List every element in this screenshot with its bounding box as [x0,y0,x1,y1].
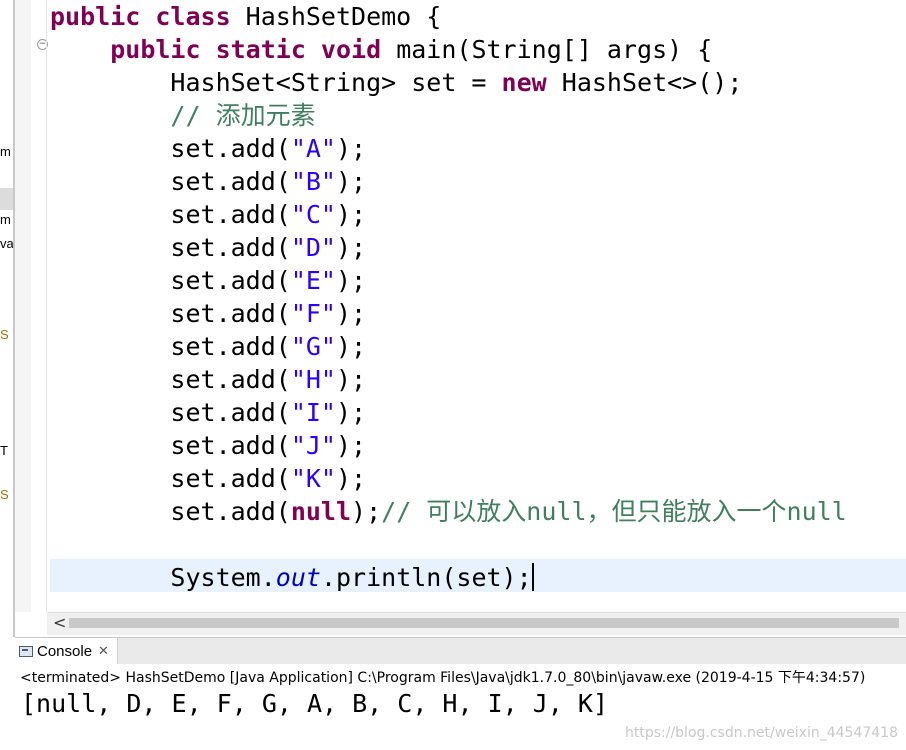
code-token: public class [50,2,246,31]
code-token: HashSetDemo { [245,2,442,31]
code-token: // 可以放入null，但只能放入一个null [381,497,847,526]
code-line[interactable]: set.add("E"); [50,264,847,297]
code-token: "I" [290,398,336,427]
console-view: Console ✕ <terminated> HashSetDemo [Java… [15,637,906,750]
console-output[interactable]: [null, D, E, F, G, A, B, C, H, I, J, K] [21,689,608,718]
panel-divider [13,0,15,637]
code-token: set.add( [50,497,291,526]
code-token: "C" [290,200,336,229]
code-line[interactable]: set.add("H"); [50,363,847,396]
code-line[interactable]: set.add("K"); [50,462,847,495]
package-explorer-text-fragment: S [0,327,9,342]
code-token [50,35,110,64]
code-line[interactable]: set.add("D"); [50,231,847,264]
current-line-highlight [50,559,906,592]
code-token: "K" [290,464,336,493]
code-token: set.add( [50,200,291,229]
code-line[interactable]: public class HashSetDemo { [50,0,847,33]
code-line[interactable]: set.add("C"); [50,198,847,231]
code-token: set.add( [50,233,291,262]
code-token: ); [335,299,367,328]
gutter-border [46,0,47,612]
code-token: System. [50,563,276,592]
editor-gutter [15,0,31,612]
code-token: ); [335,398,367,427]
scroll-left-arrow-icon[interactable]: < [53,613,67,632]
code-token: set.add( [50,332,291,361]
code-line[interactable] [50,528,847,561]
code-line[interactable]: set.add("A"); [50,132,847,165]
code-line[interactable]: public static void main(String[] args) { [50,33,847,66]
tab-console[interactable]: Console ✕ [15,638,118,664]
watermark: https://blog.csdn.net/weixin_44547418 [624,725,898,741]
code-token: ); [335,266,367,295]
code-token: ); [335,431,367,460]
code-token: set.add( [50,167,291,196]
code-token: set.add( [50,431,291,460]
code-token: "G" [290,332,336,361]
package-explorer-text-fragment: T [0,443,8,458]
code-token: ); [335,332,367,361]
code-token: // 添加元素 [50,101,316,130]
code-token: set.add( [50,464,291,493]
console-tab-bar: Console ✕ [15,638,906,664]
editor-horizontal-scrollbar[interactable]: < [47,612,906,635]
code-token: "B" [290,167,336,196]
code-token: set.add( [50,365,291,394]
code-token: ); [335,134,367,163]
code-line[interactable]: set.add("F"); [50,297,847,330]
code-token: main(String[] args) { [396,35,713,64]
code-token: ); [335,365,367,394]
code-line[interactable]: set.add("B"); [50,165,847,198]
code-line[interactable]: set.add(null);// 可以放入null，但只能放入一个null [50,495,847,528]
code-token: HashSet<String> set = [50,68,502,97]
code-line[interactable]: set.add("G"); [50,330,847,363]
package-explorer-text-fragment: m [0,144,11,159]
package-explorer-text-fragment: va [0,236,14,251]
code-token: "H" [290,365,336,394]
package-explorer-strip: m m va S T S [0,0,14,637]
code-token: null [290,497,352,526]
code-token: ); [335,167,367,196]
code-line[interactable]: set.add("J"); [50,429,847,462]
text-caret [531,563,534,591]
code-token: ); [351,497,382,526]
code-token: ); [335,233,367,262]
code-token: "E" [290,266,336,295]
code-line[interactable]: System.out.println(set); [50,561,847,594]
code-token: public static void [110,35,397,64]
code-line[interactable]: HashSet<String> set = new HashSet<>(); [50,66,847,99]
code-token: set.add( [50,134,291,163]
scrollbar-thumb[interactable] [69,618,899,628]
code-token: set.add( [50,398,291,427]
code-line[interactable]: // 添加元素 [50,99,847,132]
code-token: out [275,563,321,592]
code-token: "D" [290,233,336,262]
code-token: ); [335,464,367,493]
fold-collapse-icon[interactable]: − [37,39,48,50]
code-token: set.add( [50,266,291,295]
code-token: set.add( [50,299,291,328]
package-explorer-selection [0,188,13,210]
code-token: HashSet<>(); [561,68,743,97]
code-token: "J" [290,431,336,460]
code-token: new [501,68,562,97]
code-editor[interactable]: − public class HashSetDemo { public stat… [15,0,906,612]
code-token: "F" [290,299,336,328]
code-token: "A" [290,134,336,163]
console-icon [19,645,33,657]
code-token: ); [335,200,367,229]
code-token: .println(set); [320,563,532,592]
package-explorer-text-fragment: m [0,212,11,227]
console-status-line: <terminated> HashSetDemo [Java Applicati… [20,670,866,686]
scrollbar-spacer [15,612,47,634]
code-line[interactable]: set.add("I"); [50,396,847,429]
console-tab-label: Console [37,642,93,660]
close-icon[interactable]: ✕ [98,643,109,659]
package-explorer-text-fragment: S [0,487,9,502]
code-text[interactable]: public class HashSetDemo { public static… [50,0,847,594]
